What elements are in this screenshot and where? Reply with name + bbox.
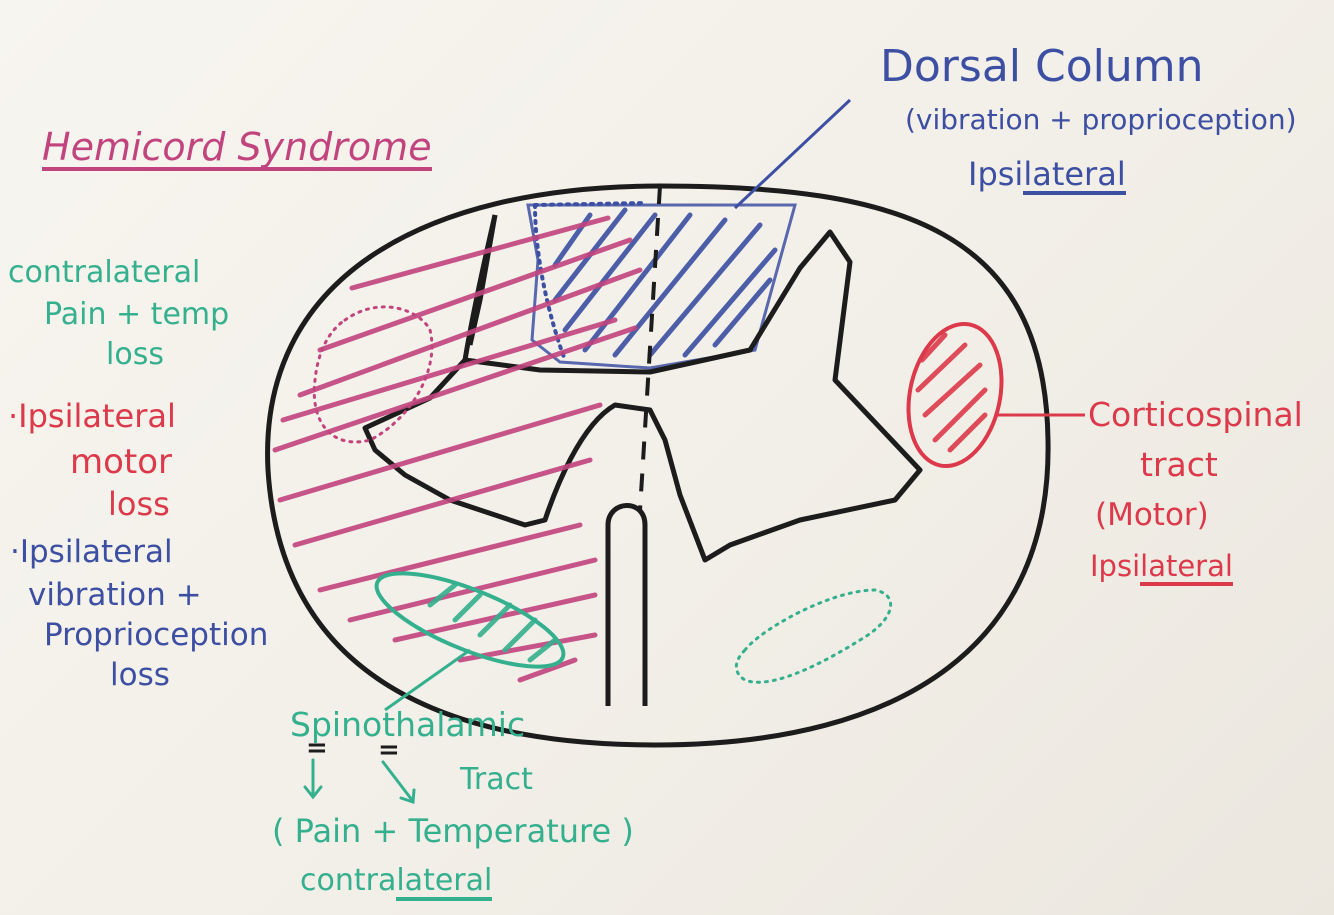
note-line: contralateral — [8, 255, 201, 290]
corticospinal-hatching — [915, 332, 988, 453]
dotted-lesion-region — [312, 305, 434, 444]
side-prefix: Ipsi — [1090, 549, 1141, 583]
corticospinal-name: Corticospinal — [1088, 395, 1303, 434]
anterior-median-fissure — [605, 503, 648, 706]
dorsal-column-title: Dorsal Column — [880, 41, 1204, 92]
dorsal-column-dotted-boundary — [533, 201, 647, 362]
note-line: Proprioception — [44, 617, 269, 653]
spinothalamic-name: Spinothalamic — [290, 705, 526, 744]
dorsal-column-side: Ipsilateral — [968, 158, 1126, 195]
side-prefix: Ipsi — [968, 155, 1024, 193]
equals-mark-b: = — [378, 735, 400, 765]
dorsal-column-detail: (vibration + proprioception) — [905, 103, 1297, 136]
spinothalamic-tract-word: Tract — [460, 762, 533, 797]
corticospinal-tract-word: tract — [1140, 445, 1218, 484]
grey-matter-butterfly — [362, 214, 923, 563]
side-suffix: lateral — [1023, 155, 1126, 195]
note-line: Pain + temp — [44, 297, 230, 332]
side-suffix: lateral — [1140, 552, 1233, 586]
corticospinal-function: (Motor) — [1095, 497, 1209, 533]
note-line: loss — [106, 337, 164, 372]
spinal-cord-outline — [265, 183, 1051, 748]
teal-arrows — [303, 758, 416, 805]
corticospinal-tract-region — [906, 321, 1004, 469]
side-prefix: contra — [300, 863, 397, 898]
note-line: vibration + — [28, 577, 202, 613]
note-line: loss — [110, 657, 170, 693]
spinothalamic-side: contralateral — [300, 863, 493, 901]
note-line: ·Ipsilateral — [8, 397, 176, 435]
spinothalamic-tract-region — [374, 571, 566, 669]
spinothalamic-hatching — [427, 582, 558, 663]
note-line: ·Ipsilateral — [10, 534, 173, 570]
spinothalamic-function: ( Pain + Temperature ) — [272, 812, 634, 850]
spinothalamic-dotted-contralateral — [734, 588, 893, 684]
equals-mark-a: = — [306, 733, 328, 763]
corticospinal-side: Ipsilateral — [1090, 552, 1233, 586]
dorsal-column-hatching — [552, 207, 778, 358]
dorsal-column-pointer — [733, 98, 852, 210]
spinothalamic-pointer — [384, 648, 471, 712]
diagram-title: Hemicord Syndrome — [42, 125, 432, 171]
note-line: loss — [108, 485, 170, 523]
side-suffix: lateral — [396, 866, 493, 901]
note-line: motor — [70, 442, 173, 482]
lesion-hatching — [272, 215, 643, 683]
median-septum — [638, 185, 662, 511]
